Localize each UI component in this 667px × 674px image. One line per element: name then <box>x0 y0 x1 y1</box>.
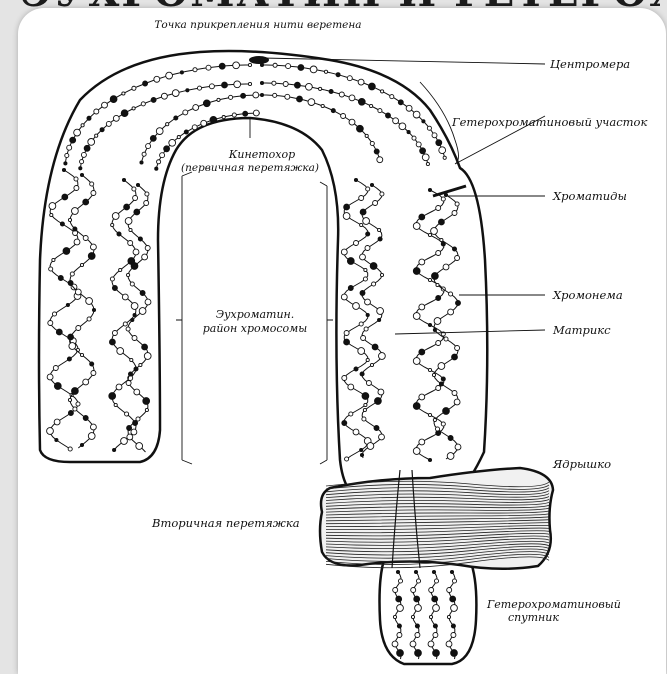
euchromatin-sublabel: район хромосомы <box>203 322 308 335</box>
matrix-label: Матрикс <box>552 323 611 337</box>
chromatids-label: Хроматиды <box>552 189 627 203</box>
satellite-sublabel: спутник <box>508 611 559 624</box>
chromonema-label: Хромонема <box>552 288 623 302</box>
satellite-outline <box>380 560 477 664</box>
euchromatin-label: Эухроматин. <box>216 308 295 321</box>
centromere-label: Центромера <box>550 57 630 71</box>
kinetochore-label: Кинетохор <box>228 148 295 161</box>
nucleolus-label: Ядрышко <box>552 457 611 471</box>
spindle-attachment-label: Точка прикрепления нити веретена <box>154 19 361 31</box>
kinetochore-mark <box>249 56 269 64</box>
heterochromatin-region-label: Гетерохроматиновый участок <box>451 115 647 129</box>
secondary-constriction-label: Вторичная перетяжка <box>151 516 300 530</box>
chromatid-mark <box>433 186 466 196</box>
kinetochore-sublabel: (первичная перетяжка) <box>181 162 319 174</box>
satellite-label: Гетерохроматиновый <box>486 598 621 611</box>
